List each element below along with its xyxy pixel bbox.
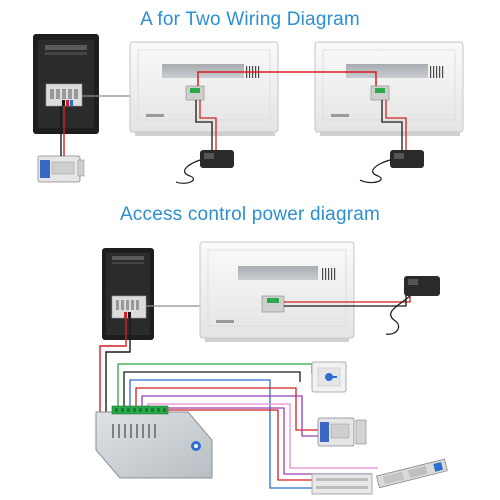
power-supply-box: [95, 405, 213, 479]
indoor-monitor-1: [129, 41, 279, 136]
bottom-diagram-title: Access control power diagram: [119, 204, 381, 225]
exit-button: [311, 361, 347, 393]
power-adapter-2: [359, 150, 424, 184]
outdoor-unit-top: [33, 34, 99, 134]
electric-strike: [376, 458, 448, 489]
indoor-monitor-bottom: [199, 241, 355, 342]
power-adapter-1: [175, 150, 234, 184]
top-diagram-title: A for Two Wiring Diagram: [140, 9, 360, 30]
indoor-monitor-2: [314, 41, 464, 136]
electric-lock-top: [37, 155, 85, 183]
power-adapter-3: [385, 276, 440, 335]
outdoor-unit-bottom: [102, 248, 154, 340]
electric-lock-bottom: [317, 417, 367, 447]
magnetic-lock: [311, 473, 373, 495]
